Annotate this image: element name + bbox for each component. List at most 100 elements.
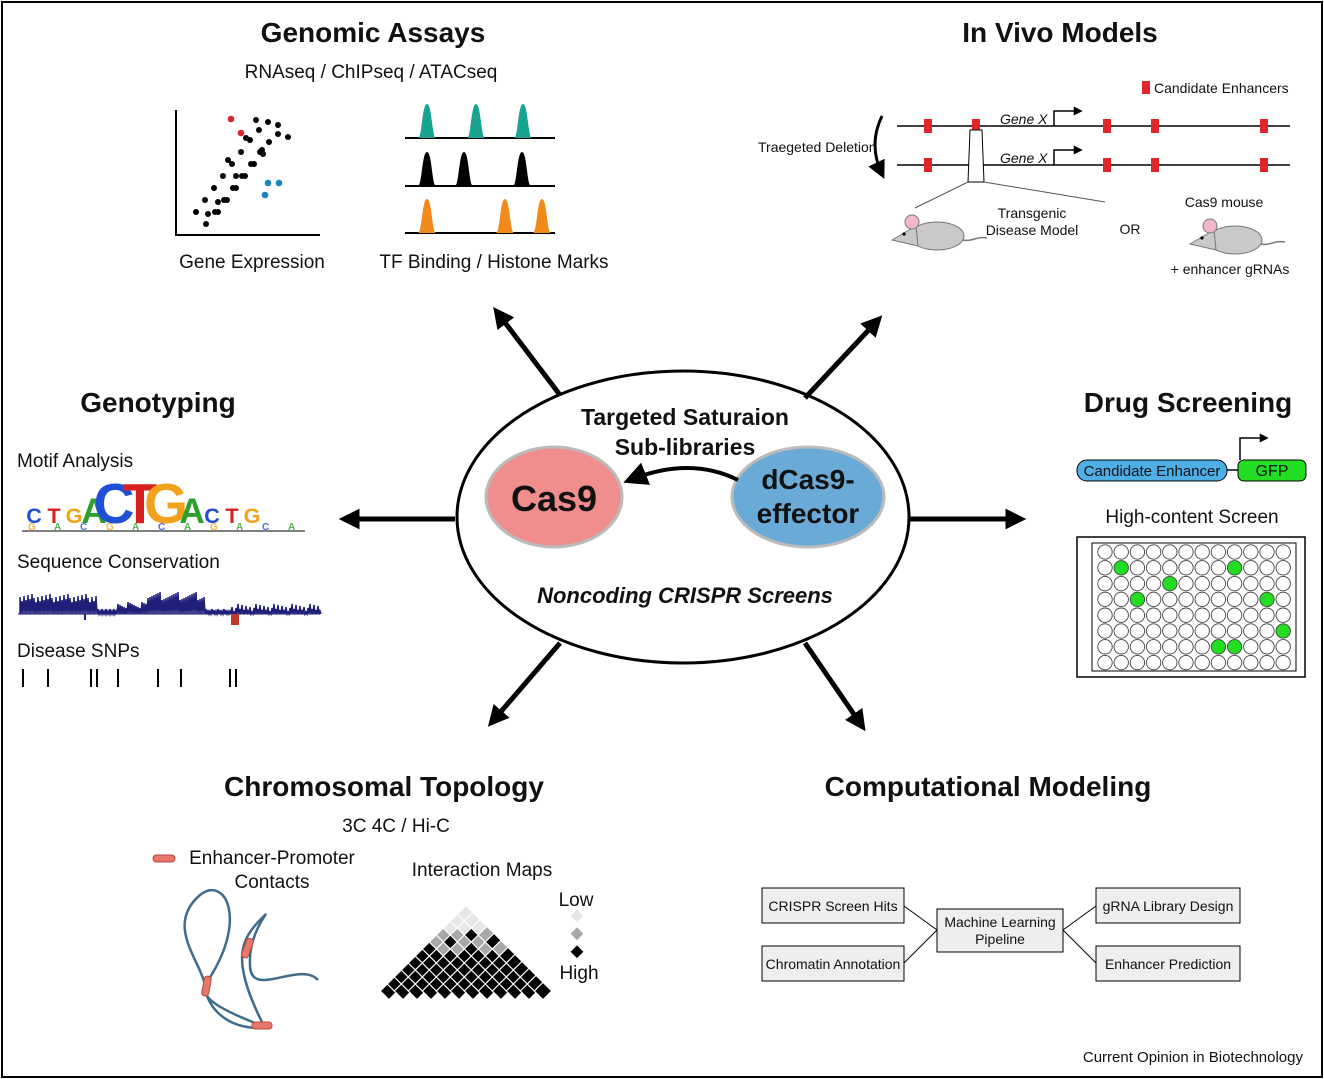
- arrow-to-genomic-assays: [493, 306, 562, 397]
- motif-letter: G: [66, 503, 83, 528]
- track-peak: [467, 104, 485, 138]
- conservation-negative: [231, 614, 239, 625]
- scale-low-label: Low: [559, 890, 594, 911]
- well: [1194, 544, 1210, 560]
- enhancer-mark: [1151, 119, 1159, 133]
- genomic-assays-title: Genomic Assays: [261, 17, 486, 48]
- box-chromatin-label: Chromatin Annotation: [766, 956, 901, 972]
- in-vivo-title: In Vivo Models: [962, 17, 1158, 48]
- well: [1178, 639, 1194, 655]
- well: [1243, 639, 1259, 655]
- box-grna-design: [1095, 887, 1241, 924]
- pipeline-boxes: [761, 887, 1241, 982]
- scatter-dot: [259, 147, 265, 153]
- motif-letter: G: [144, 473, 188, 536]
- scatter-dot: [233, 173, 239, 179]
- motif-letter: C: [204, 503, 220, 528]
- center-caption: Noncoding CRISPR Screens: [537, 583, 833, 608]
- scatter-dots: [193, 115, 291, 227]
- motif-letter-minor: G: [210, 522, 218, 533]
- well: [1097, 607, 1113, 623]
- motif-letter-minor: A: [288, 522, 295, 533]
- gfp-box: [1237, 459, 1307, 482]
- computational-title: Computational Modeling: [825, 771, 1152, 802]
- well: [1194, 639, 1210, 655]
- enhancer-legend-swatch: [1142, 81, 1150, 94]
- drug-screening-title: Drug Screening: [1084, 387, 1292, 418]
- motif-letter-minor: A: [132, 522, 139, 533]
- well: [1178, 654, 1194, 671]
- well-hit: [1113, 560, 1129, 576]
- well: [1145, 591, 1162, 608]
- scatter-dot: [224, 197, 230, 203]
- well: [1226, 654, 1243, 671]
- well: [1097, 623, 1113, 639]
- well: [1243, 575, 1259, 592]
- well: [1226, 623, 1243, 639]
- well: [1145, 544, 1162, 560]
- targeted-deletion-label: Traegeted Deletion: [758, 139, 877, 155]
- deletion-curved-arrow: [868, 115, 885, 179]
- scatter-dot: [253, 117, 259, 123]
- scale-mid-swatch: [570, 927, 584, 941]
- scatter-dot: [275, 131, 281, 137]
- well: [1243, 560, 1259, 576]
- center-hub: Targeted Saturaion Sub-libraries Cas9 dC…: [455, 369, 911, 665]
- scatter-dot: [220, 173, 226, 179]
- box-crispr-hits-label: CRISPR Screen Hits: [768, 898, 897, 914]
- well: [1210, 544, 1227, 560]
- track-peak: [496, 199, 514, 233]
- dcas9-label-line2: effector: [757, 498, 860, 529]
- scatter-dot: [265, 119, 271, 125]
- scatter-dot: [242, 173, 248, 179]
- motif-letter: T: [225, 503, 238, 528]
- disease-snps-label: Disease SNPs: [17, 641, 140, 662]
- contacts-label-line1: Enhancer-Promoter: [189, 848, 355, 869]
- well: [1210, 575, 1227, 592]
- scatter-dot-red: [237, 129, 245, 137]
- genotyping-title: Genotyping: [80, 387, 236, 418]
- well: [1210, 623, 1227, 639]
- cas9-mouse-icon: [1188, 218, 1286, 255]
- cas9-mouse-label: Cas9 mouse: [1185, 194, 1264, 210]
- enhancer-legend-label: Candidate Enhancers: [1154, 80, 1289, 96]
- transgenic-mouse-icon: [890, 214, 988, 251]
- computational-panel: Computational Modeling CRISPR Screen Hit…: [761, 771, 1241, 982]
- contact-mark-3: [251, 1021, 273, 1030]
- enhancer-mark: [972, 119, 980, 133]
- genomic-assays-subtitle: RNAseq / ChIPseq / ATACseq: [245, 62, 498, 83]
- center-ellipse: [455, 369, 911, 665]
- scale-high-label: High: [559, 963, 598, 984]
- well: [1178, 591, 1194, 608]
- motif-letter: A: [81, 492, 106, 531]
- scatter-dot: [256, 127, 262, 133]
- conservation-track: [18, 591, 322, 625]
- well: [1275, 639, 1291, 655]
- scatter-dot: [238, 149, 244, 155]
- connector-ml-grna: [1062, 905, 1097, 931]
- scatter-dot: [211, 185, 217, 191]
- radial-arrows: [338, 306, 1027, 732]
- chromatin-fiber: [183, 888, 319, 1030]
- well: [1129, 654, 1146, 671]
- box-ml-label-line2: Pipeline: [975, 931, 1025, 947]
- motif-letter: C: [26, 503, 42, 528]
- well: [1210, 560, 1227, 576]
- contacts-label-line2: Contacts: [235, 872, 310, 893]
- well: [1178, 560, 1194, 576]
- well: [1162, 654, 1178, 671]
- well: [1259, 560, 1275, 576]
- well: [1097, 654, 1113, 671]
- motif-letter: C: [94, 473, 135, 536]
- well: [1145, 654, 1162, 671]
- motif-letter-minor: A: [184, 522, 191, 533]
- well: [1178, 607, 1194, 623]
- mouse-ear: [904, 214, 920, 230]
- well: [1226, 591, 1243, 608]
- enhancer-mark: [1103, 119, 1111, 133]
- contact-legend-swatch: [152, 854, 176, 863]
- cas9-label: Cas9: [511, 478, 597, 519]
- well: [1129, 623, 1146, 639]
- well: [1145, 575, 1162, 592]
